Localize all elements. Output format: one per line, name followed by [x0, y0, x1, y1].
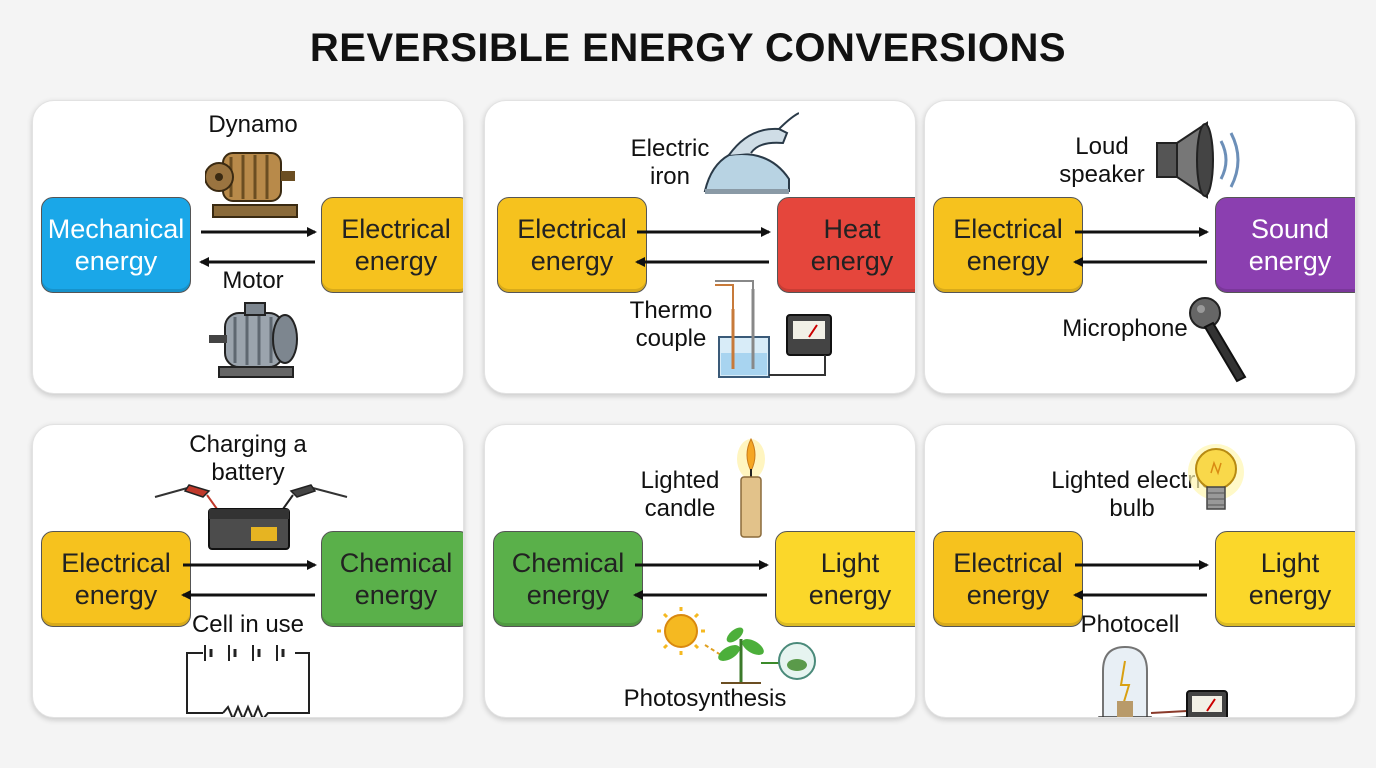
lighted-bulb-label: Lighted electric bulb	[1047, 467, 1217, 523]
chemical-energy-box: Chemical energy	[321, 531, 463, 627]
box-label: Heat energy	[810, 214, 894, 276]
motor-icon	[209, 302, 298, 378]
label-text: Thermo couple	[629, 297, 713, 352]
electrical-energy-box: Electrical energy	[41, 531, 191, 627]
panel-mechanical-electrical: Mechanical energy Electrical energy Dyna…	[32, 100, 464, 394]
loudspeaker-label: Loud speaker	[1047, 133, 1157, 189]
mechanical-energy-box: Mechanical energy	[41, 197, 191, 293]
panel-electrical-light: Electrical energy Light energy Lighted e…	[924, 424, 1356, 718]
iron-icon	[703, 112, 799, 194]
conversion-arrows	[181, 560, 317, 600]
box-label: Electrical energy	[953, 548, 1063, 610]
electrical-energy-box: Electrical energy	[933, 197, 1083, 293]
speaker-icon	[1156, 121, 1240, 199]
box-label: Electrical energy	[953, 214, 1063, 276]
conversion-arrows	[1073, 227, 1209, 267]
photocell-icon	[1098, 645, 1228, 717]
thermocouple-label: Thermo couple	[621, 297, 721, 353]
lighted-candle-label: Lighted candle	[625, 467, 735, 523]
box-label: Electrical energy	[341, 214, 451, 276]
box-label: Light energy	[1248, 548, 1332, 610]
microphone-icon	[1189, 297, 1247, 383]
dynamo-label: Dynamo	[208, 111, 298, 138]
photocell-label: Photocell	[1080, 611, 1180, 638]
cell-in-use-label: Cell in use	[191, 611, 305, 638]
photosynthesis-icon	[657, 607, 816, 684]
microphone-label: Microphone	[1062, 315, 1188, 342]
box-label: Sound energy	[1248, 214, 1332, 276]
conversion-arrows	[199, 227, 317, 267]
label-text: Loud speaker	[1059, 133, 1145, 188]
label-text: Lighted electric bulb	[1051, 467, 1213, 522]
light-energy-box: Light energy	[775, 531, 915, 627]
conversion-arrows	[635, 227, 771, 267]
electrical-energy-box: Electrical energy	[933, 531, 1083, 627]
page-title: REVERSIBLE ENERGY CONVERSIONS	[309, 26, 1067, 70]
conversion-arrows	[633, 560, 769, 600]
charging-battery-label: Charging a battery	[183, 431, 313, 487]
panel-chemical-light: Chemical energy Light energy Lighted can…	[484, 424, 916, 718]
battery-icon	[154, 484, 348, 550]
panel-electrical-chemical: Electrical energy Chemical energy Chargi…	[32, 424, 464, 718]
sound-energy-box: Sound energy	[1215, 197, 1355, 293]
electrical-energy-box: Electrical energy	[497, 197, 647, 293]
bulb-icon	[1188, 444, 1244, 510]
box-label: Electrical energy	[517, 214, 627, 276]
box-label: Mechanical energy	[47, 214, 185, 276]
circuit-icon	[186, 645, 310, 717]
heat-energy-box: Heat energy	[777, 197, 915, 293]
conversion-arrows	[1073, 560, 1209, 600]
dynamo-icon	[205, 152, 298, 218]
label-text: Lighted candle	[640, 467, 720, 522]
box-label: Electrical energy	[61, 548, 171, 610]
candle-icon	[737, 437, 765, 538]
panel-electrical-heat: Electrical energy Heat energy Electric i…	[484, 100, 916, 394]
chemical-energy-box: Chemical energy	[493, 531, 643, 627]
electrical-energy-box: Electrical energy	[321, 197, 463, 293]
box-label: Chemical energy	[511, 548, 625, 610]
label-text: Charging a battery	[189, 431, 307, 486]
box-label: Chemical energy	[339, 548, 453, 610]
box-label: Light energy	[808, 548, 892, 610]
motor-label: Motor	[222, 267, 284, 294]
label-text: Electric iron	[630, 135, 710, 190]
photosynthesis-label: Photosynthesis	[623, 685, 787, 712]
light-energy-box: Light energy	[1215, 531, 1355, 627]
electric-iron-label: Electric iron	[615, 135, 725, 191]
thermocouple-icon	[715, 280, 832, 378]
panel-electrical-sound: Electrical energy Sound energy Loud spea…	[924, 100, 1356, 394]
